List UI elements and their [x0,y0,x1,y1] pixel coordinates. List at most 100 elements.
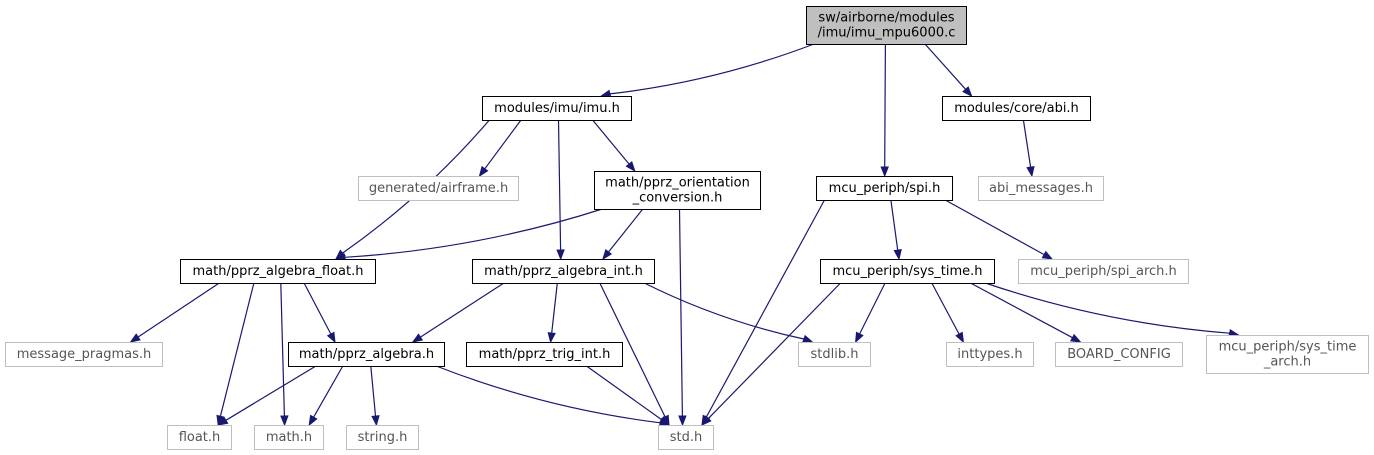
node-root[interactable]: sw/airborne/modules/imu/imu_mpu6000.c [806,6,967,45]
edge-line [557,119,562,251]
node-spi-h[interactable]: mcu_periph/spi.h [816,176,953,201]
edge-line [551,282,558,334]
edge-line [313,365,344,418]
edge-root-to-spi_h [880,43,889,178]
edge-spi_h-to-spi_arch_h [944,199,1054,260]
node-box [482,96,632,121]
edge-imu_h-to-airframe_h [478,119,522,178]
nodes-layer: sw/airborne/modules/imu/imu_mpu6000.cmod… [5,6,1369,450]
edge-line [859,282,886,335]
node-math-h: math.h [254,425,324,450]
edge-line [884,43,886,168]
node-label: math/pprz_trig_int.h [479,347,611,362]
node-label: _conversion.h [632,191,723,206]
node-box [5,342,163,367]
edge-line [705,199,826,418]
arrowhead-icon [678,415,687,427]
node-label: sw/airborne/modules [818,11,954,26]
node-imu-h[interactable]: modules/imu/imu.h [482,96,632,121]
edge-sys_time_h-to-board_config [970,282,1082,343]
node-box [466,342,623,367]
edge-imu_h-to-orient_h [592,119,636,173]
arrowhead-icon [880,166,889,178]
node-alg-int-h[interactable]: math/pprz_algebra_int.h [472,259,655,284]
node-box [1055,342,1183,367]
edge-line [435,365,661,424]
node-alg-float-h[interactable]: math/pprz_algebra_float.h [180,259,376,284]
node-orient-h[interactable]: math/pprz_orientation_conversion.h [594,171,761,210]
edge-alg_float_h-to-math_h [280,282,289,427]
edge-root-to-imu_h [599,43,815,98]
node-box [472,259,655,284]
node-label: std.h [670,430,703,445]
arrowhead-icon [625,160,636,173]
edge-alg_float_h-to-alg_h [303,282,336,344]
arrowhead-icon [217,416,229,426]
edge-alg_float_h-to-float_h [216,282,255,427]
arrowhead-icon [1070,333,1082,343]
node-label: math.h [266,430,312,445]
node-label: float.h [179,430,221,445]
arrowhead-icon [411,333,424,343]
edge-alg_int_h-to-trig_int_h [547,282,558,344]
arrowhead-icon [1026,166,1035,178]
edge-trig_int_h-to-std_h [586,365,671,426]
arrowhead-icon [308,414,318,427]
node-box [806,6,967,45]
node-box [946,342,1034,367]
node-label: generated/airframe.h [369,181,508,196]
edge-line [985,282,1230,334]
edge-line [303,282,332,335]
node-label: modules/core/abi.h [954,101,1079,116]
node-trig-int-h[interactable]: math/pprz_trig_int.h [466,342,623,367]
node-box [798,342,871,367]
edge-line [225,365,317,421]
arrowhead-icon [701,415,712,426]
edge-alg_h-to-math_h [308,365,344,427]
node-label: math/pprz_algebra_int.h [484,264,643,279]
edge-orient_h-to-std_h [678,208,687,427]
node-abi-messages-h: abi_messages.h [978,176,1104,201]
edge-alg_float_h-to-msg_pragmas_h [129,282,220,343]
node-msg-pragmas-h: message_pragmas.h [5,342,163,367]
node-box [254,425,324,450]
edge-line [420,282,505,338]
node-label: math/pprz_algebra.h [299,347,434,362]
edge-line [344,208,603,258]
node-label: mcu_periph/sys_time [1219,340,1357,355]
edge-abi_h-to-abi_messages_h [1022,119,1035,178]
arrowhead-icon [658,416,671,426]
arrowhead-icon [371,415,380,427]
node-sys-time-arch-h: mcu_periph/sys_time_arch.h [1206,335,1369,374]
node-box [288,342,445,367]
edge-sys_time_h-to-std_h [701,282,841,426]
node-box [346,425,419,450]
node-box [180,259,376,284]
edge-line [890,199,899,251]
arrowhead-icon [547,332,556,344]
node-sys-time-h[interactable]: mcu_periph/sys_time.h [820,259,995,284]
edge-line [280,282,285,417]
edge-orient_h-to-alg_int_h [602,208,644,261]
edge-line [484,119,522,170]
edge-line [137,282,220,338]
edge-spi_h-to-std_h [701,199,826,427]
edge-alg_int_h-to-alg_h [411,282,505,343]
arrowhead-icon [893,249,902,261]
arrowhead-icon [854,331,864,344]
edge-imu_h-to-alg_int_h [556,119,565,261]
edge-line [970,282,1073,339]
node-box [167,425,232,450]
node-string-h: string.h [346,425,419,450]
node-label: abi_messages.h [989,181,1093,196]
edge-line [707,282,841,420]
edge-line [219,282,255,417]
edge-line [931,282,960,335]
edge-spi_h-to-sys_time_h [890,199,902,261]
node-label: math/pprz_orientation [605,176,750,191]
arrowhead-icon [556,249,565,261]
edge-line [644,282,805,340]
node-alg-h[interactable]: math/pprz_algebra.h [288,342,445,367]
node-box [594,171,761,210]
node-abi-h[interactable]: modules/core/abi.h [942,96,1091,121]
